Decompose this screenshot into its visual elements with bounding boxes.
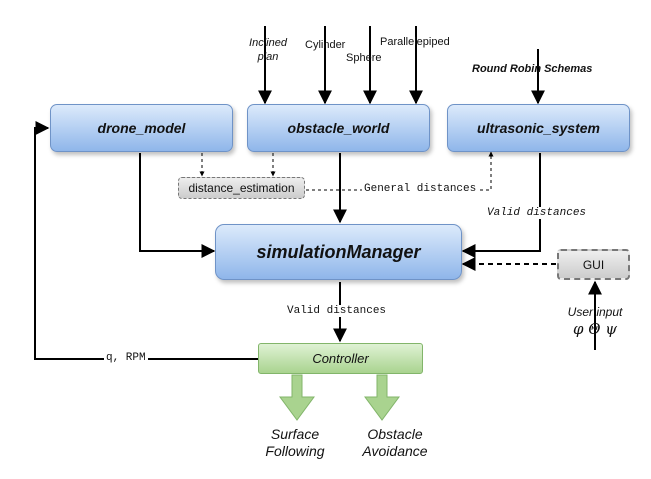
label-general-distances: General distances: [362, 183, 479, 195]
node-simulation-manager: simulationManager: [215, 224, 462, 280]
node-controller: Controller: [258, 343, 423, 374]
output-obstacle-avoidance: Obstacle Avoidance: [362, 426, 428, 459]
node-drone-model: drone_model: [50, 104, 233, 152]
output-arrow-surface: [279, 374, 315, 421]
arrow-ultrasonic-to-manager: [461, 153, 541, 258]
node-distance-estimation-label: distance_estimation: [188, 181, 295, 195]
arrow-drone-to-manager: [139, 153, 216, 258]
node-distance-estimation: distance_estimation: [178, 177, 305, 199]
input-parallelepiped: Parallelepiped: [380, 36, 450, 48]
output-arrow-avoidance: [364, 374, 400, 421]
input-cylinder: Cylinder: [305, 39, 346, 51]
node-gui: GUI: [557, 249, 630, 280]
node-controller-label: Controller: [312, 351, 369, 366]
node-simulation-manager-label: simulationManager: [256, 241, 421, 262]
output-surface-following: Surface Following: [265, 426, 325, 459]
label-user-input: User input: [567, 305, 623, 319]
node-gui-label: GUI: [582, 257, 605, 272]
label-valid-distances-top: Valid distances: [485, 207, 589, 219]
node-obstacle-world: obstacle_world: [247, 104, 430, 152]
input-sphere: Sphere: [346, 52, 382, 64]
label-feedback: q, RPM: [104, 352, 148, 364]
label-angles: φ Θ ψ: [572, 320, 618, 338]
node-ultrasonic-system-label: ultrasonic_system: [477, 120, 600, 136]
label-valid-distances-bottom: Valid distances: [285, 305, 389, 317]
node-drone-model-label: drone_model: [97, 120, 186, 136]
node-obstacle-world-label: obstacle_world: [287, 120, 390, 136]
node-ultrasonic-system: ultrasonic_system: [447, 104, 630, 152]
input-round-robin: Round Robin Schemas: [472, 63, 593, 75]
input-inclined-plan: Inclined plan: [249, 37, 287, 63]
